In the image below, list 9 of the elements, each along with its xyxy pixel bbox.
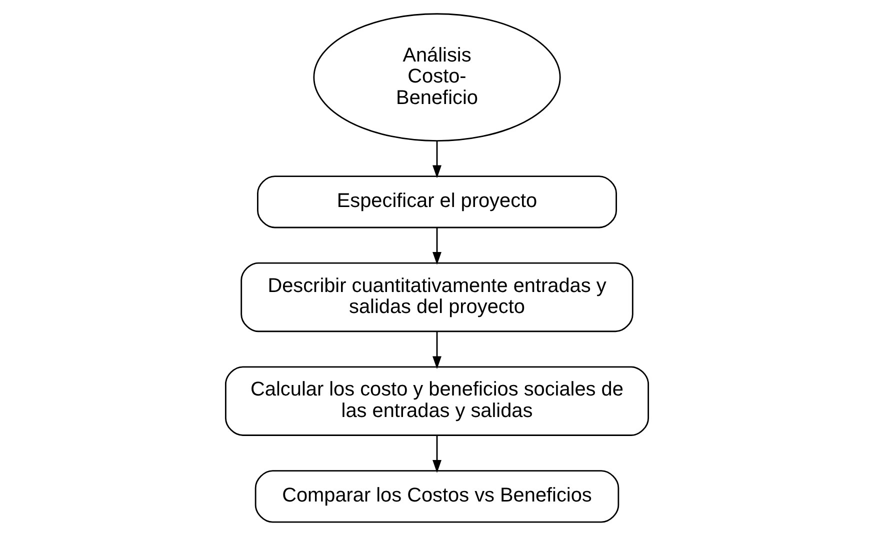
arrow xyxy=(432,435,442,473)
arrow xyxy=(432,228,442,265)
node-box: Comparar los Costos vs Beneficios xyxy=(254,470,620,523)
arrow xyxy=(432,141,442,178)
node-box: Describir cuantitativamente entradas y salidas del proyecto xyxy=(240,262,634,332)
arrow xyxy=(432,332,442,370)
node-box: Especificar el proyecto xyxy=(257,176,617,228)
node-box: Calcular los costo y beneficios sociales de las entradas y salidas xyxy=(224,366,650,436)
node-ellipse: Análisis Costo-Beneficio xyxy=(313,13,561,142)
